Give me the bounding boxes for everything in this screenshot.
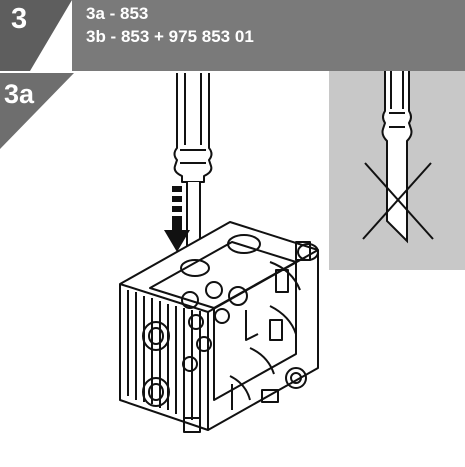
step-header: 3 3a - 853 3b - 853 + 975 853 01: [0, 0, 465, 71]
step-number-badge: 3: [0, 0, 72, 71]
step-title-line-2: 3b - 853 + 975 853 01: [86, 27, 254, 46]
push-down-arrow-icon: [164, 186, 190, 252]
sub-step-badge-shape: [0, 73, 74, 149]
step-badge-shape: [0, 0, 72, 71]
wrong-screwdriver-illustration: [362, 71, 434, 244]
sub-step-label: 3a: [4, 79, 35, 109]
step-title-line-1: 3a - 853: [86, 4, 149, 23]
sub-step-badge: 3a: [0, 73, 84, 151]
step-title-bar: 3a - 853 3b - 853 + 975 853 01: [72, 0, 465, 71]
junction-box-icon: [119, 221, 319, 433]
step-number: 3: [11, 3, 28, 35]
wrong-tool-detail-panel: [329, 71, 465, 270]
cross-mark-icon: [362, 162, 434, 240]
